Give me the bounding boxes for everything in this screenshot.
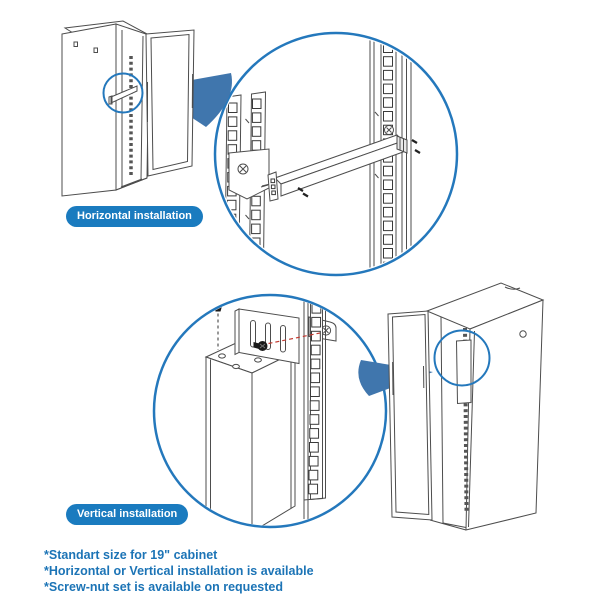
horizontal-detail-circle <box>213 31 459 277</box>
vertical-installation-badge: Vertical installation <box>66 504 189 525</box>
horizontal-highlight-circle <box>102 72 144 114</box>
mounting-screws <box>297 139 421 198</box>
vertical-bar-column <box>204 336 297 526</box>
vertical-bar-in-cabinet <box>455 339 472 405</box>
l-bracket <box>234 308 300 365</box>
horizontal-installation-badge: Horizontal installation <box>66 206 203 227</box>
door-lock <box>519 330 527 338</box>
open-door <box>145 29 195 177</box>
cage-nut-holes <box>308 303 322 495</box>
left-mounting-bracket <box>228 148 271 200</box>
rack-rail-vertical <box>303 296 327 520</box>
note-installation-options: *Horizontal or Vertical installation is … <box>44 564 314 579</box>
highlighted-rail <box>108 85 138 105</box>
note-standard-size: *Standart size for 19" cabinet <box>44 548 218 562</box>
door-edge-overlay <box>147 73 194 122</box>
vertical-cabinet-illustration <box>387 282 545 531</box>
horizontal-cabinet-illustration <box>61 20 195 197</box>
red-guide-line <box>268 332 321 345</box>
horizontal-mounting-bar <box>260 134 408 202</box>
vertical-highlight-circle <box>433 329 491 387</box>
open-door <box>387 310 433 521</box>
vertical-detail-circle <box>152 293 388 529</box>
product-notes: *Standart size for 19" cabinet *Horizont… <box>44 547 464 596</box>
note-screw-nut-set: *Screw-nut set is available on requested <box>44 580 283 595</box>
door-edge-overlay <box>392 361 425 396</box>
